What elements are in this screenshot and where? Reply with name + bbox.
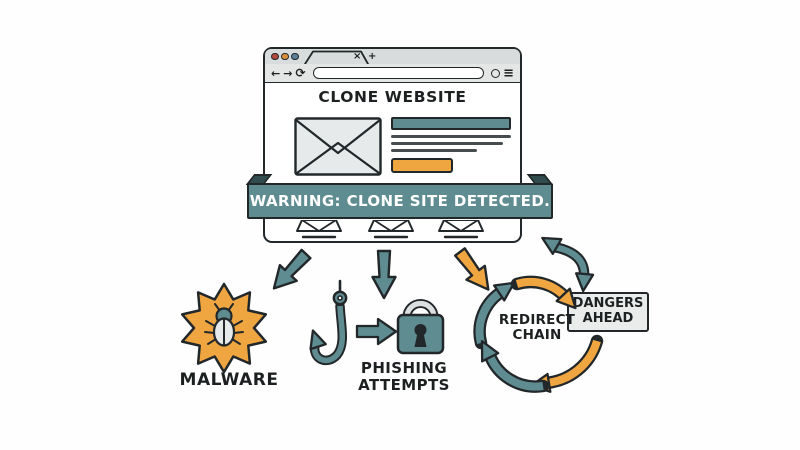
envelope-icon — [294, 117, 382, 176]
new-tab-icon: + — [368, 51, 377, 62]
arrow-to-phishing — [371, 249, 397, 300]
phishing-label: PHISHING ATTEMPTS — [358, 359, 450, 394]
tab-close-icon: × — [353, 51, 362, 62]
window-control-dot-orange — [281, 52, 289, 60]
hook-icon — [309, 279, 348, 366]
window-control-dot-red — [271, 52, 279, 60]
window-control-dot-blue — [291, 52, 299, 60]
warning-banner: WARNING: CLONE SITE DETECTED. — [247, 183, 553, 219]
redirect-arc-right — [529, 334, 604, 393]
bug-icon — [204, 303, 244, 347]
warning-banner-text: WARNING: CLONE SITE DETECTED. — [249, 192, 551, 210]
page-content-block — [391, 117, 511, 173]
profile-icon — [491, 68, 501, 78]
thumbnail-card — [296, 220, 342, 239]
browser-nav-bar: ← → ⟳ ≡ — [265, 64, 520, 83]
refresh-icon: ⟳ — [295, 66, 306, 80]
double-arrow-window-dangers — [541, 236, 595, 293]
thumbnail-cards — [296, 220, 484, 239]
back-icon: ← — [271, 66, 281, 80]
page-title: CLONE WEBSITE — [318, 88, 467, 106]
thumbnail-card — [368, 220, 414, 239]
content-button — [391, 157, 453, 173]
content-text-line — [391, 141, 503, 145]
hook-to-lock-arrow — [355, 317, 398, 346]
content-text-line — [391, 148, 477, 152]
content-header-bar — [391, 117, 511, 130]
menu-icon: ≡ — [503, 65, 514, 81]
window-title-bar: × + — [265, 49, 520, 65]
lock-icon — [396, 299, 445, 355]
dangers-ahead-label: DANGERS AHEAD — [572, 296, 644, 327]
malware-burst-icon — [180, 282, 268, 374]
arrow-to-redirect-chain — [454, 247, 490, 291]
malware-label: MALWARE — [179, 370, 279, 390]
redirect-chain-label: REDIRECT CHAIN — [498, 312, 576, 344]
arrow-to-malware — [272, 248, 312, 290]
dangers-ahead-sign: DANGERS AHEAD — [567, 292, 649, 332]
content-text-line — [391, 135, 511, 138]
browser-tab — [304, 50, 369, 64]
forward-icon: → — [283, 66, 293, 80]
redirect-arc-bottom — [480, 340, 550, 393]
thumbnail-card — [438, 220, 484, 239]
url-bar — [312, 67, 485, 79]
